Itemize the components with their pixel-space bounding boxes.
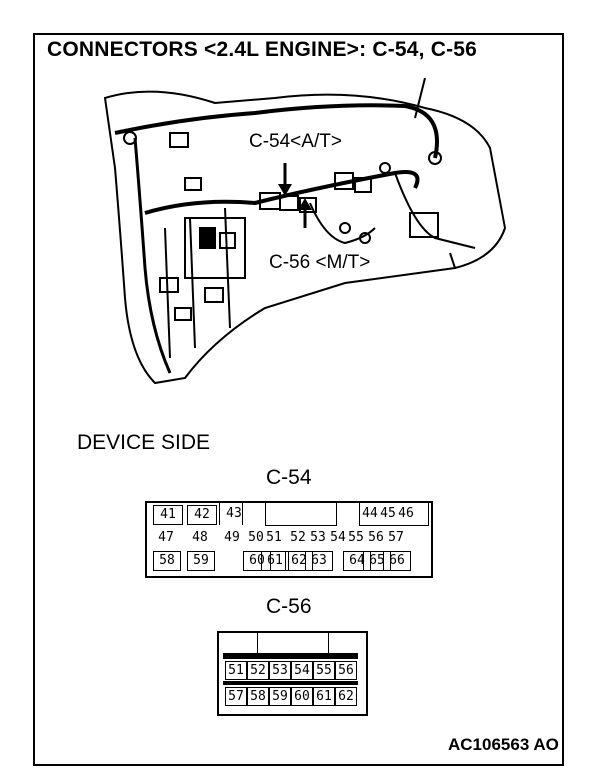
connector-pin: 54 [330, 530, 346, 545]
connector-pin: 60 [243, 551, 271, 571]
connector-pin: 49 [224, 530, 240, 545]
connector-pin: 62 [285, 551, 313, 571]
connector-pin: 48 [192, 530, 208, 545]
connector-pin: 64 [343, 551, 371, 571]
connector-pin: 61 [261, 551, 289, 571]
connector-pin: 53 [269, 661, 291, 680]
figure-frame [33, 33, 564, 766]
connector-pin: 56 [368, 530, 384, 545]
connector-pin: 41 [153, 505, 183, 525]
connector-pin: 47 [158, 530, 174, 545]
connector-pin: 58 [247, 687, 269, 706]
connector-pin: 52 [247, 661, 269, 680]
connector-pin: 65 [363, 551, 391, 571]
c56-callout: C-56 <M/T> [269, 252, 371, 273]
connector-pin: 44 [362, 506, 378, 521]
figure-code: AC106563 AO [448, 735, 559, 754]
connector-pin: 54 [291, 661, 313, 680]
connector-pin: 46 [398, 506, 414, 521]
connector-pin: 51 [225, 661, 247, 680]
connector-pin: 56 [335, 661, 357, 680]
connector-pin: 43 [226, 506, 242, 521]
c54-label: C-54 [266, 466, 312, 489]
c54-callout: C-54<A/T> [249, 131, 342, 152]
connector-pin: 52 [290, 530, 306, 545]
connector-pin: 62 [335, 687, 357, 706]
connector-pin: 63 [305, 551, 333, 571]
connector-pin: 55 [313, 661, 335, 680]
figure-title: CONNECTORS <2.4L ENGINE>: C-54, C-56 [47, 38, 478, 61]
connector-pin: 53 [310, 530, 326, 545]
connector-pin: 66 [383, 551, 411, 571]
connector-pin: 51 [266, 530, 282, 545]
connector-pin: 50 [248, 530, 264, 545]
connector-pin: 60 [291, 687, 313, 706]
connector-pin: 61 [313, 687, 335, 706]
connector-pin: 55 [348, 530, 364, 545]
harness-illustration [103, 78, 507, 385]
connector-pin: 57 [225, 687, 247, 706]
connector-pin: 42 [187, 505, 217, 525]
connector-pin: 57 [388, 530, 404, 545]
connector-pin: 45 [380, 506, 396, 521]
connector-pin: 58 [153, 551, 181, 571]
device-side-label: DEVICE SIDE [77, 431, 211, 454]
connector-pin: 59 [187, 551, 215, 571]
connector-pin: 59 [269, 687, 291, 706]
c56-label: C-56 [266, 595, 312, 618]
